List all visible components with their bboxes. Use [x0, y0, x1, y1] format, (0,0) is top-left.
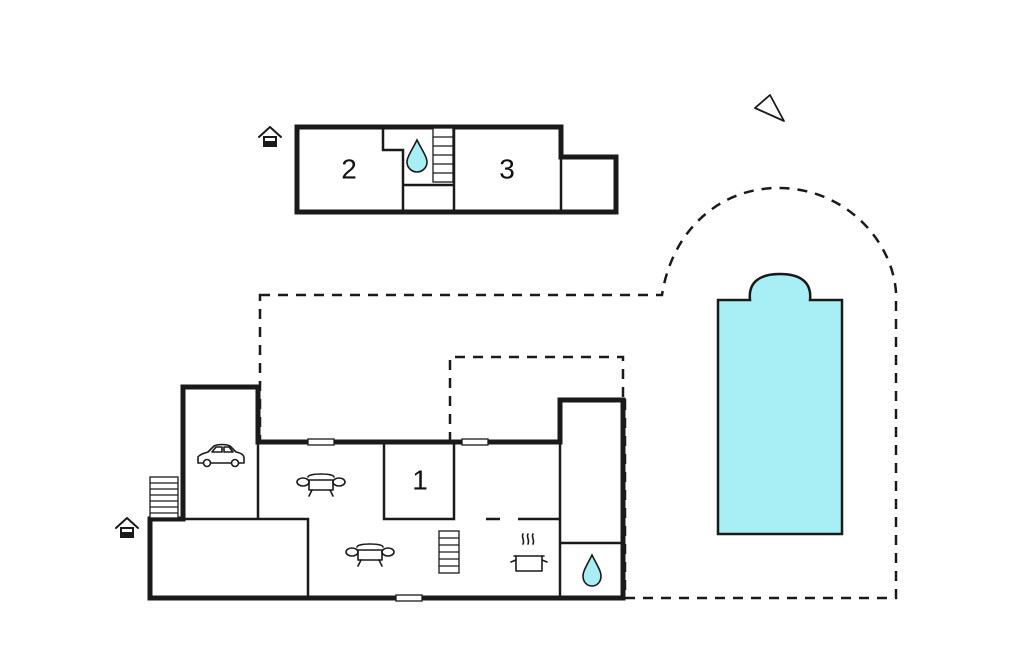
room-label-2: 2: [341, 153, 357, 184]
upper-floor: 2 3: [294, 124, 619, 215]
window: [395, 594, 423, 602]
ground-floor: 1: [147, 384, 626, 602]
water-drop-icon: [582, 553, 602, 587]
terrace-area: [258, 186, 898, 600]
stairs-icon: [432, 127, 454, 183]
stairs-icon: [438, 530, 460, 574]
sofa-icon: [296, 473, 346, 497]
window: [307, 438, 335, 446]
entrance-house-icon: [258, 126, 282, 147]
room-label-1: 1: [412, 464, 428, 495]
entrance-house-icon: [115, 517, 139, 538]
sofa-icon: [345, 543, 395, 567]
cooking-pot-icon: [510, 533, 548, 572]
north-arrow-icon: [754, 94, 785, 122]
swimming-pool-icon: [716, 272, 844, 536]
window: [461, 438, 489, 446]
stairs-icon: [149, 476, 179, 519]
water-drop-icon: [406, 138, 428, 173]
room-label-3: 3: [499, 153, 515, 184]
car-icon: [197, 443, 245, 468]
